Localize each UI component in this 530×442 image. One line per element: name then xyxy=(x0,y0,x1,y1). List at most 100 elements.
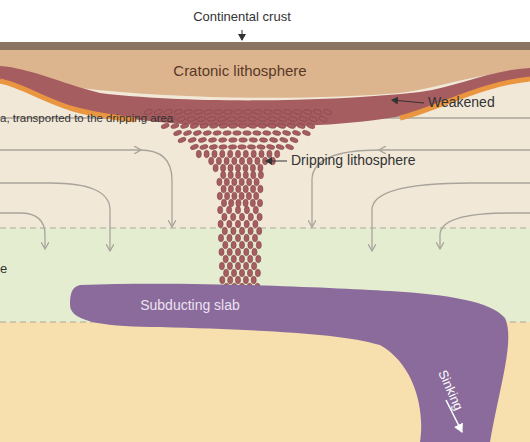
drip-blob xyxy=(235,220,240,228)
drip-blob xyxy=(258,116,267,121)
drip-blob xyxy=(256,241,261,249)
drip-blob xyxy=(239,138,247,143)
drip-blob xyxy=(253,220,258,228)
drip-blob xyxy=(267,150,272,158)
drip-blob xyxy=(246,192,251,200)
drip-blob xyxy=(224,178,229,186)
slab-body: Subducting slabSinking xyxy=(60,275,530,442)
drip-blob xyxy=(193,130,202,136)
drip-blob xyxy=(243,199,248,207)
drip-blob xyxy=(262,130,271,136)
sinking-arrow xyxy=(446,400,462,432)
drip-blob xyxy=(228,185,233,193)
drip-blob xyxy=(308,116,317,123)
drip-blob xyxy=(235,262,240,270)
drip-blob xyxy=(239,227,244,235)
drip-blob xyxy=(251,171,256,179)
drip-blob xyxy=(218,206,223,214)
drip-blob xyxy=(213,130,222,135)
drip-blob xyxy=(183,130,192,137)
drip-blob xyxy=(257,213,262,221)
drip-blob xyxy=(235,234,240,242)
drip-blob xyxy=(266,144,275,150)
drip-blob xyxy=(197,116,206,122)
drip-blob xyxy=(302,129,311,136)
annotation-label: Weakened xyxy=(428,94,495,110)
drip-blob xyxy=(243,185,248,193)
drip-blob xyxy=(220,276,225,284)
drip-blob xyxy=(232,157,237,165)
drip-blob xyxy=(228,276,233,284)
drip-blob xyxy=(278,116,287,122)
drip-blob xyxy=(247,269,252,277)
drip-blob xyxy=(244,234,249,242)
drip-blob xyxy=(258,123,267,128)
drip-blob xyxy=(236,199,241,207)
drip-blob xyxy=(268,116,277,122)
drip-blob xyxy=(221,164,226,172)
drip-blob xyxy=(275,150,280,158)
drip-blob xyxy=(217,192,222,200)
drip-blob xyxy=(212,150,217,158)
drip-blob xyxy=(243,131,252,136)
drip-blob xyxy=(255,269,260,277)
drip-blob xyxy=(236,171,241,179)
drip-blob xyxy=(256,255,261,263)
drip-blob xyxy=(277,123,286,129)
drip-blob xyxy=(216,157,221,165)
drip-blob xyxy=(259,137,268,143)
drip-blob xyxy=(239,255,244,263)
drip-blob xyxy=(227,220,232,228)
upper-mantle xyxy=(0,50,530,228)
drip-blob xyxy=(232,192,237,200)
drip-blob xyxy=(223,241,228,249)
boundary-dashed xyxy=(0,228,530,229)
drip-blob xyxy=(248,227,253,235)
drip-blob xyxy=(238,117,246,121)
drip-blob xyxy=(235,248,240,256)
drip-blob xyxy=(207,116,216,121)
drip-blob xyxy=(254,192,259,200)
drip-blob xyxy=(257,199,262,207)
drip-blob xyxy=(223,255,228,263)
drip-blob xyxy=(287,123,296,129)
drip-blob xyxy=(218,137,227,142)
drip-blob xyxy=(224,110,233,115)
drip-blob xyxy=(219,248,224,256)
drip-blob xyxy=(218,220,223,228)
drip-blob xyxy=(204,150,209,158)
drip-blob xyxy=(250,199,255,207)
drip-blob xyxy=(263,109,272,114)
drip-blob xyxy=(235,276,240,284)
drip-blob xyxy=(218,234,223,242)
drip-blob xyxy=(176,116,185,122)
drip-blob xyxy=(224,269,229,277)
drip-blob xyxy=(231,255,236,263)
drip-blob xyxy=(279,137,288,143)
drip-blob xyxy=(254,110,263,115)
annotation-label: e xyxy=(0,262,7,277)
drip-blob xyxy=(248,117,257,122)
drip-blob xyxy=(293,109,302,115)
drip-blob xyxy=(231,241,236,249)
drip-blob xyxy=(288,116,297,122)
drip-blob xyxy=(221,171,226,179)
drip-blob xyxy=(239,213,244,221)
slab-shape xyxy=(60,275,530,442)
drip-blob xyxy=(239,178,244,186)
drip-blob xyxy=(190,123,199,129)
drip-blob xyxy=(187,116,196,122)
annotation-label: a, transported to the dripping area xyxy=(0,112,173,125)
drip-blob xyxy=(188,137,197,144)
drip-blob xyxy=(194,109,203,115)
flow-arrows xyxy=(0,118,530,250)
drip-blob xyxy=(174,109,183,115)
drip-blob xyxy=(199,123,208,129)
drip-blob xyxy=(219,262,224,270)
leader-arrow xyxy=(266,161,287,162)
drip-blob xyxy=(252,262,257,270)
drip-blob xyxy=(244,110,253,115)
drip-blob xyxy=(251,185,256,193)
drip-blob xyxy=(243,276,248,284)
